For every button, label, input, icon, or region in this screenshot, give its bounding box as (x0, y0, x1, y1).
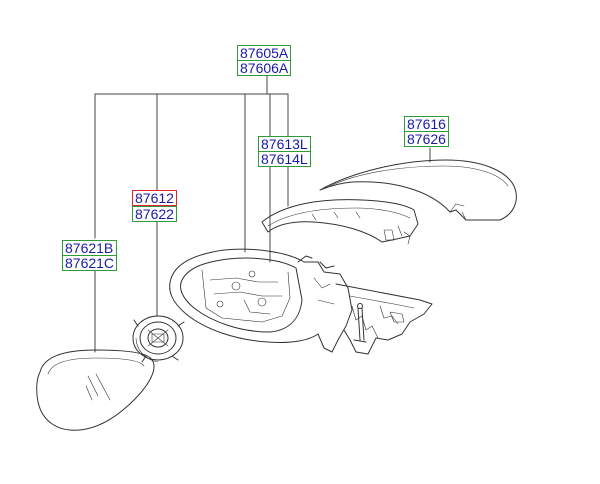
leader-lines (94, 75, 431, 353)
part-number-label[interactable]: 87621B (62, 240, 118, 256)
part-number-label[interactable]: 87622 (132, 206, 177, 222)
side-repeater-lamp (261, 199, 419, 245)
part-number-label[interactable]: 87616 (404, 116, 449, 132)
part-number-label[interactable]: 87626 (404, 132, 449, 147)
mirror-base (335, 283, 433, 355)
part-number-label[interactable]: 87613L (258, 136, 311, 152)
callout-scalp-cover: 87616 87626 (404, 116, 449, 147)
part-number-label[interactable]: 87612 (132, 190, 177, 206)
mirror-glass (36, 349, 155, 431)
callout-actuator: 87612 87622 (132, 190, 177, 222)
mirror-actuator (132, 315, 185, 363)
part-number-label[interactable]: 87606A (237, 61, 292, 76)
scalp-cover (319, 159, 517, 221)
mirror-housing (169, 248, 353, 353)
callout-repeater-lamp: 87613L 87614L (258, 136, 311, 167)
callout-mirror-glass: 87621B 87621C (62, 240, 118, 271)
part-number-label[interactable]: 87605A (237, 45, 292, 61)
part-number-label[interactable]: 87621C (62, 256, 118, 271)
part-number-label[interactable]: 87614L (258, 152, 311, 167)
callout-housing-assy: 87605A 87606A (237, 45, 292, 76)
